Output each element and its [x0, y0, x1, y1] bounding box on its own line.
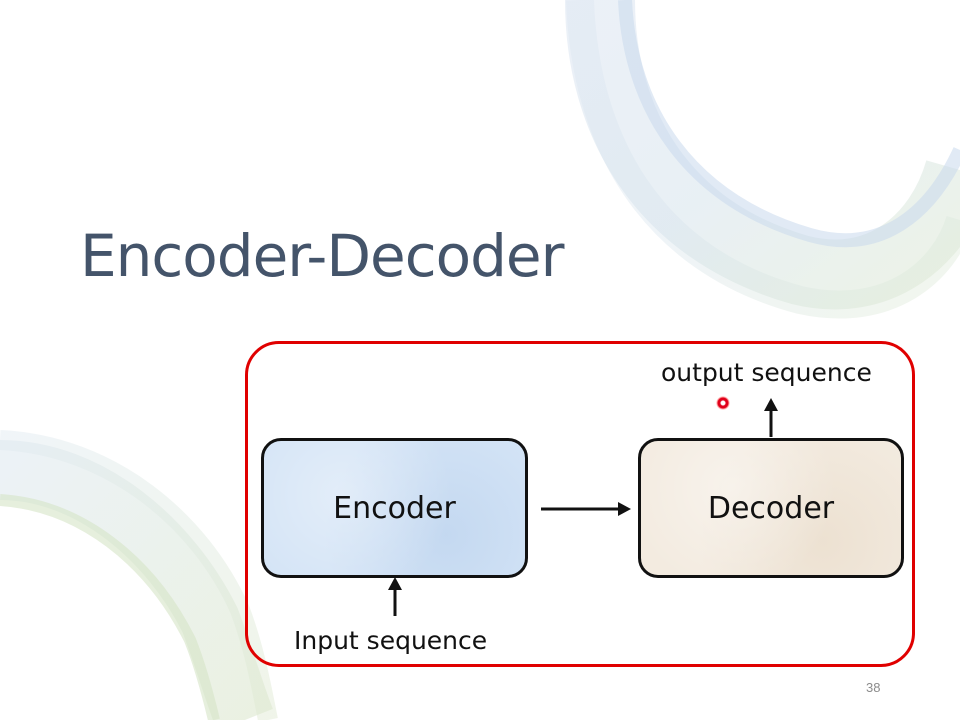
- page-number: 38: [866, 680, 881, 695]
- output-arrow: [764, 398, 778, 437]
- diagram-frame: [245, 341, 915, 667]
- input-arrow: [388, 577, 402, 616]
- laser-pointer-icon: [716, 396, 730, 410]
- decoder-label: Decoder: [707, 490, 835, 526]
- decoder-box: Decoder: [638, 438, 904, 578]
- slide-title: Encoder-Decoder: [80, 222, 564, 290]
- encoder-to-decoder-arrow: [541, 502, 631, 516]
- input-sequence-label: Input sequence: [294, 626, 488, 655]
- output-sequence-label: output sequence: [661, 358, 872, 387]
- encoder-box: Encoder: [261, 438, 528, 578]
- encoder-label: Encoder: [333, 490, 456, 526]
